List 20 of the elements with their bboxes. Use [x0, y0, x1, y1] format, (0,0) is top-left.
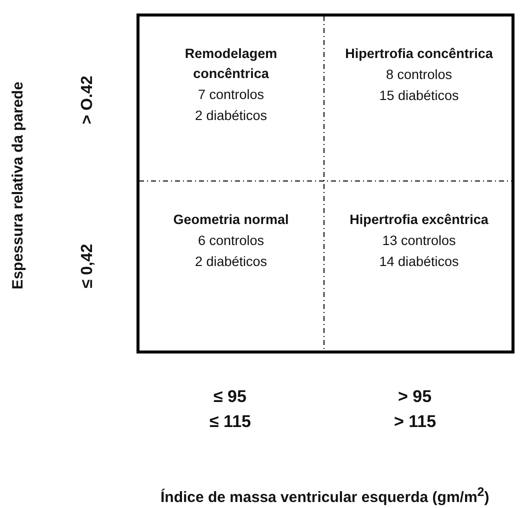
axis-title: Índice de massa ventricular esquerda (gm/m$^{2}$)	[160, 484, 490, 506]
count-text: 6 controlos	[196, 232, 266, 250]
column-label: ≤ 115	[210, 412, 251, 432]
count-text: 15 diabéticos	[378, 87, 460, 105]
category-heading: Hipertrofia excêntrica	[348, 211, 490, 229]
column-label: > 115	[394, 412, 436, 432]
count-text: 14 diabéticos	[378, 253, 460, 271]
count-text: 7 controlos	[196, 86, 266, 104]
column-label: > 95	[398, 387, 432, 407]
category-heading: Hipertrofia concêntrica	[344, 45, 494, 63]
column-label: ≤ 95	[214, 387, 246, 407]
axis-title: Espessura relativa da parede	[9, 81, 26, 289]
category-heading: Geometria normal	[172, 211, 290, 229]
category-heading: Remodelagem concêntrica	[184, 45, 278, 83]
row-label: ≤ 0,42	[79, 244, 98, 288]
count-text: 13 controlos	[381, 232, 457, 250]
count-text: 2 diabéticos	[194, 107, 268, 125]
row-label: > O.42	[79, 76, 98, 124]
count-text: 2 diabéticos	[194, 253, 268, 271]
count-text: 8 controlos	[384, 66, 454, 84]
